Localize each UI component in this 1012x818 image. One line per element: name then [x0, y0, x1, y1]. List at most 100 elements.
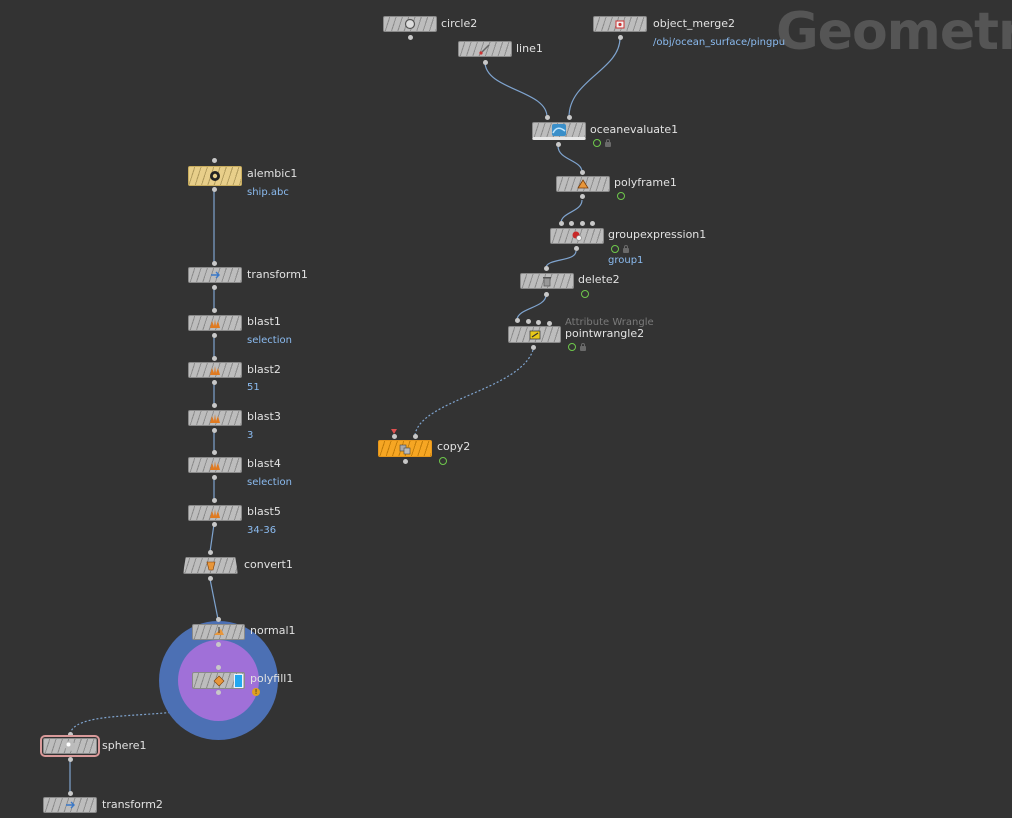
- input-port[interactable]: [590, 221, 595, 226]
- node-sphere1[interactable]: [40, 735, 100, 757]
- output-port[interactable]: [531, 345, 536, 350]
- node-sublabel: group1: [608, 255, 644, 266]
- node-delete2[interactable]: [520, 273, 574, 289]
- output-port[interactable]: [212, 380, 217, 385]
- input-port[interactable]: [392, 434, 397, 439]
- input-port[interactable]: [413, 434, 418, 439]
- node-blast1[interactable]: [188, 315, 242, 331]
- output-port[interactable]: [408, 35, 413, 40]
- input-port[interactable]: [536, 320, 541, 325]
- node-label: object_merge2: [653, 17, 735, 30]
- node-convert1[interactable]: [183, 557, 238, 574]
- output-port[interactable]: [212, 522, 217, 527]
- input-port[interactable]: [212, 158, 217, 163]
- output-port[interactable]: [212, 333, 217, 338]
- output-port[interactable]: [212, 428, 217, 433]
- node-groupexpression1[interactable]: [550, 228, 604, 244]
- bypass-flag[interactable]: [568, 343, 576, 351]
- output-port[interactable]: [212, 187, 217, 192]
- node-object-merge2[interactable]: [593, 16, 647, 32]
- node-alembic1[interactable]: [188, 166, 242, 186]
- input-port[interactable]: [212, 498, 217, 503]
- output-port[interactable]: [216, 642, 221, 647]
- input-port[interactable]: [216, 665, 221, 670]
- node-blast5[interactable]: [188, 505, 242, 521]
- input-port[interactable]: [68, 791, 73, 796]
- bypass-flag[interactable]: [617, 192, 625, 200]
- circle-icon: [403, 17, 417, 31]
- lock-icon[interactable]: [605, 139, 611, 147]
- bypass-flag[interactable]: [593, 139, 601, 147]
- output-port[interactable]: [574, 246, 579, 251]
- output-port[interactable]: [483, 60, 488, 65]
- input-port[interactable]: [212, 308, 217, 313]
- node-oceanevaluate1[interactable]: [532, 122, 586, 140]
- input-port[interactable]: [580, 170, 585, 175]
- blast-icon: [208, 458, 222, 472]
- output-port[interactable]: [618, 35, 623, 40]
- lock-icon[interactable]: [580, 343, 586, 351]
- output-port[interactable]: [216, 690, 221, 695]
- display-flag[interactable]: [234, 674, 243, 688]
- output-port[interactable]: [580, 194, 585, 199]
- input-port[interactable]: [515, 318, 520, 323]
- node-blast3[interactable]: [188, 410, 242, 426]
- node-line1[interactable]: [458, 41, 512, 57]
- polyframe-icon: [576, 177, 590, 191]
- input-port[interactable]: [212, 261, 217, 266]
- output-port[interactable]: [544, 292, 549, 297]
- output-port[interactable]: [556, 142, 561, 147]
- wire-polyframe1-groupexpression1: [560, 199, 583, 224]
- input-port[interactable]: [208, 550, 213, 555]
- output-port[interactable]: [212, 475, 217, 480]
- node-label: blast4: [247, 457, 281, 470]
- input-port[interactable]: [569, 221, 574, 226]
- ocean-wave-icon: [552, 123, 566, 137]
- bypass-flag[interactable]: [611, 245, 619, 253]
- output-port[interactable]: [208, 576, 213, 581]
- trash-icon: [540, 274, 554, 288]
- node-normal1[interactable]: [192, 624, 245, 640]
- output-port[interactable]: [403, 459, 408, 464]
- alembic-icon: [208, 169, 222, 183]
- bypass-flag[interactable]: [439, 457, 447, 465]
- input-port[interactable]: [212, 403, 217, 408]
- blast-icon: [208, 363, 222, 377]
- blast-icon: [208, 506, 222, 520]
- input-port[interactable]: [68, 732, 73, 737]
- node-transform1[interactable]: [188, 267, 242, 283]
- input-port[interactable]: [216, 617, 221, 622]
- node-blast4[interactable]: [188, 457, 242, 473]
- wire-convert1-normal1: [209, 578, 219, 620]
- node-pointwrangle2[interactable]: [508, 326, 561, 343]
- node-sublabel: /obj/ocean_surface/pingpu: [653, 37, 786, 48]
- warning-icon[interactable]: !: [252, 688, 260, 696]
- wire-line1-oceanevaluate1: [484, 61, 548, 118]
- node-polyframe1[interactable]: [556, 176, 610, 192]
- node-label: circle2: [441, 17, 478, 30]
- node-copy2[interactable]: [378, 440, 432, 457]
- input-port[interactable]: [526, 319, 531, 324]
- node-label: copy2: [437, 440, 471, 453]
- output-port[interactable]: [68, 757, 73, 762]
- node-label: delete2: [578, 273, 620, 286]
- input-port[interactable]: [559, 221, 564, 226]
- node-blast2[interactable]: [188, 362, 242, 378]
- node-label: sphere1: [102, 739, 147, 752]
- input-port[interactable]: [580, 221, 585, 226]
- bypass-flag[interactable]: [581, 290, 589, 298]
- node-transform2[interactable]: [43, 797, 97, 813]
- input-port[interactable]: [567, 115, 572, 120]
- node-type-caption: Attribute Wrangle: [565, 317, 654, 328]
- template-flag-icon: [391, 429, 397, 434]
- input-port[interactable]: [544, 266, 549, 271]
- input-port[interactable]: [547, 321, 552, 326]
- node-polyfill1[interactable]: [192, 672, 245, 689]
- node-circle2[interactable]: [383, 16, 437, 32]
- input-port[interactable]: [545, 115, 550, 120]
- output-port[interactable]: [212, 285, 217, 290]
- input-port[interactable]: [212, 356, 217, 361]
- lock-icon[interactable]: [623, 245, 629, 253]
- node-label: line1: [516, 42, 543, 55]
- input-port[interactable]: [212, 450, 217, 455]
